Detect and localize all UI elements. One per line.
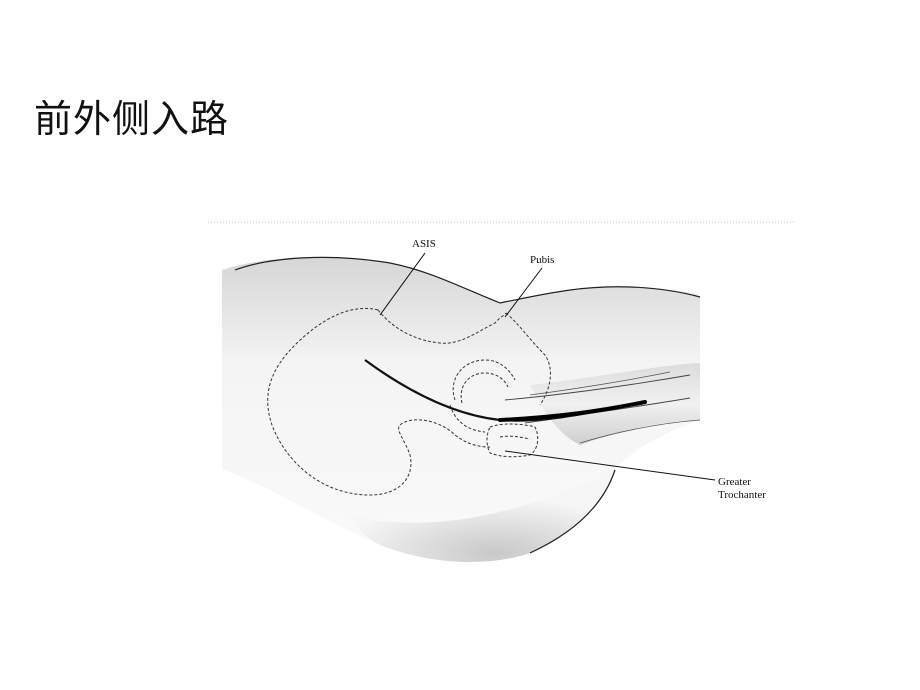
asis-label: ASIS [412,238,436,250]
greater-trochanter-label-line2: Trochanter [718,489,766,501]
instrument-shaft [498,400,647,422]
slide-title: 前外侧入路 [34,97,230,141]
asis-leader [379,252,426,316]
pubis-leader [504,267,543,318]
pubis-label: Pubis [530,254,554,266]
anatomy-illustration: ASIS Pubis Greater Trochanter [200,215,800,585]
pelvis-outline [267,308,551,496]
greater-trochanter-leader [504,450,716,481]
body-silhouette [222,256,701,563]
greater-trochanter-label-line1: Greater [718,476,751,488]
